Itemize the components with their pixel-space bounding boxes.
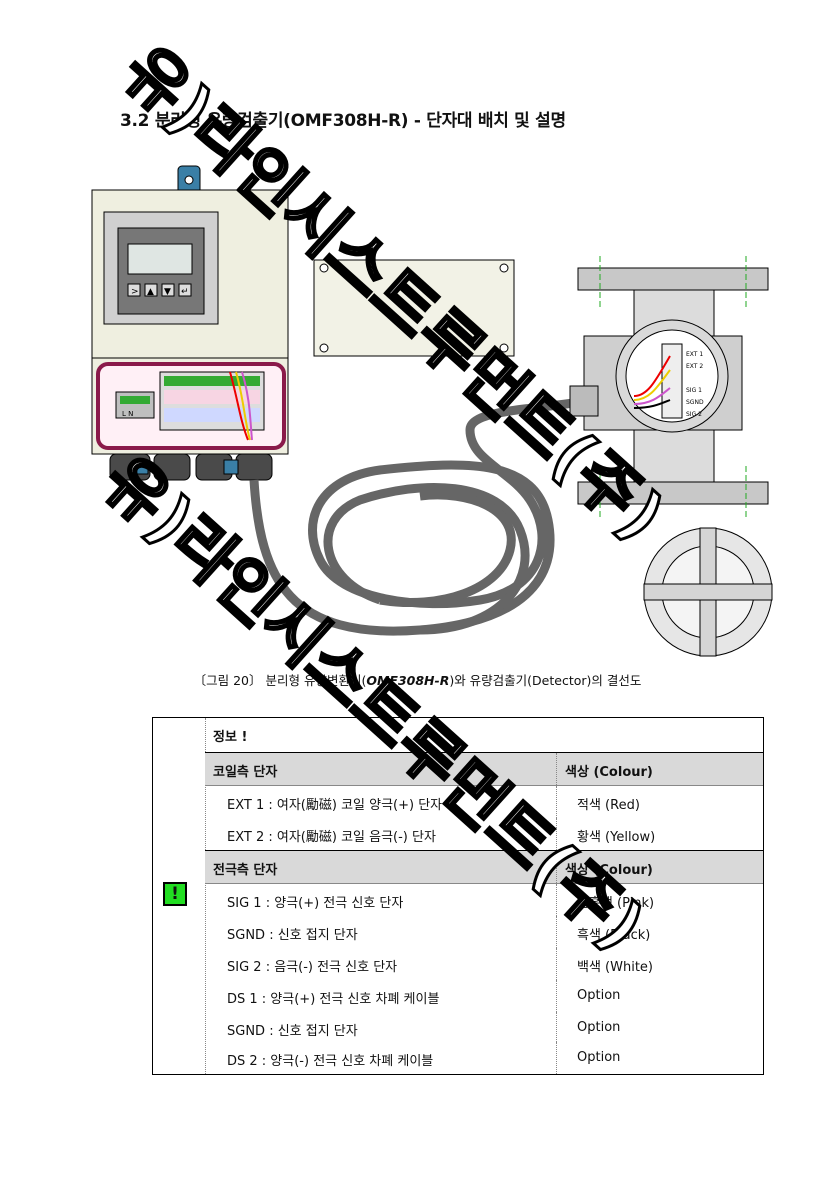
detector-cover-lid <box>643 527 773 657</box>
svg-text:SIG 2: SIG 2 <box>686 411 702 418</box>
coil-header-label: 코일측 단자 <box>213 765 278 780</box>
exclamation-icon: ! <box>163 882 187 906</box>
table-row: DS 1 : 양극(+) 전극 신호 차폐 케이블 Option <box>205 980 763 1012</box>
table-row: EXT 1 : 여자(勵磁) 코일 양극(+) 단자 적색 (Red) <box>205 786 763 818</box>
svg-text:L N: L N <box>122 410 133 418</box>
coil-header-row: 코일측 단자 색상 (Colour) <box>205 752 763 786</box>
wiring-diagram: > ▲ ▼ ↵ L N <box>91 165 773 657</box>
figure-caption: 〔그림 20〕 분리형 유량변환기(OMF308H-R)와 유량검출기(Dete… <box>193 673 642 688</box>
table-row: SIG 1 : 양극(+) 전극 신호 단자 분홍색 (Pink) <box>205 884 763 916</box>
svg-text:SIG 1: SIG 1 <box>686 387 702 394</box>
terminal-cover-plate <box>313 259 515 357</box>
info-icon-column: ! <box>153 718 206 1074</box>
signal-cable <box>249 397 581 636</box>
svg-text:>: > <box>131 287 139 297</box>
coil-colour-header: 색상 (Colour) <box>565 765 653 780</box>
table-row: DS 2 : 양극(-) 전극 신호 차폐 케이블 Option <box>205 1042 763 1074</box>
electrode-header-label: 전극측 단자 <box>213 863 278 878</box>
converter-unit: > ▲ ▼ ↵ L N <box>91 165 289 481</box>
table-row: SGND : 신호 접지 단자 Option <box>205 1012 763 1044</box>
svg-text:↵: ↵ <box>181 287 189 297</box>
svg-text:EXT 1: EXT 1 <box>686 351 703 358</box>
table-row: EXT 2 : 여자(勵磁) 코일 음극(-) 단자 황색 (Yellow) <box>205 818 763 850</box>
svg-text:SGND: SGND <box>686 399 704 406</box>
converter-buttons: > ▲ ▼ ↵ <box>127 283 192 297</box>
section-title: 3.2 분리형 유량검출기(OMF308H-R) - 단자대 배치 및 설명 <box>120 111 566 131</box>
electrode-header-row: 전극측 단자 색상 (Colour) <box>205 850 763 884</box>
table-row: SGND : 신호 접지 단자 흑색 (Black) <box>205 916 763 948</box>
info-box: ! 정보 ! 코일측 단자 색상 (Colour) EXT 1 : 여자(勵磁)… <box>152 717 764 1075</box>
svg-text:▼: ▼ <box>164 287 171 297</box>
svg-text:EXT 2: EXT 2 <box>686 363 703 370</box>
info-heading: 정보 ! <box>213 730 248 745</box>
flow-detector: EXT 1 EXT 2 SIG 1 SGND SIG 2 <box>569 256 769 520</box>
table-row: SIG 2 : 음극(-) 전극 신호 단자 백색 (White) <box>205 948 763 980</box>
electrode-colour-header: 색상 (Colour) <box>565 863 653 878</box>
svg-text:▲: ▲ <box>147 287 154 297</box>
